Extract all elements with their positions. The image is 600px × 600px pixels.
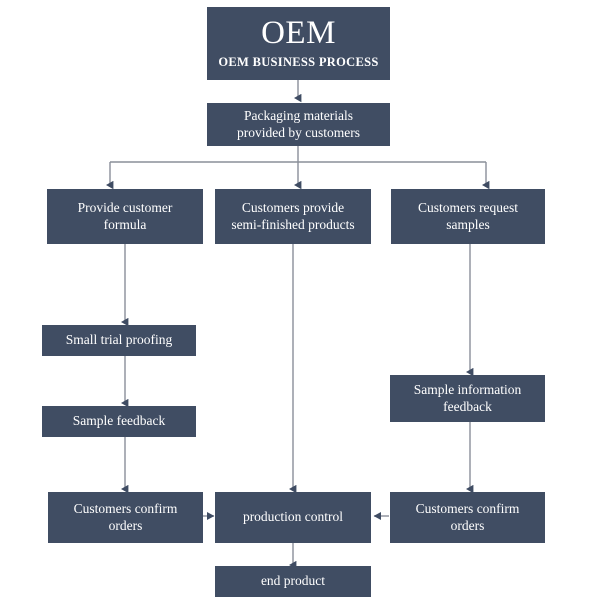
node-sample-information-feedback: Sample information feedback: [390, 375, 545, 422]
node-text-line-2: semi-finished products: [231, 216, 355, 232]
node-text-line-1: Sample information: [413, 381, 522, 397]
node-sample-feedback: Sample feedback: [42, 406, 196, 437]
node-text-line-2: orders: [108, 517, 143, 533]
node-provide-customer-formula: Provide customer formula: [47, 189, 203, 244]
node-packaging-materials: Packaging materials provided by customer…: [207, 103, 390, 146]
title-sub-text: OEM BUSINESS PROCESS: [218, 54, 379, 69]
node-text-line-1: Customers provide: [241, 199, 345, 215]
title-main-text: OEM: [261, 14, 336, 51]
node-customers-request-samples: Customers request samples: [391, 189, 545, 244]
node-text-line-1: Customers confirm: [73, 500, 178, 516]
node-title: OEM OEM BUSINESS PROCESS: [207, 7, 390, 80]
node-text-line-1: Customers request: [417, 199, 519, 215]
node-text-line-2: formula: [103, 216, 147, 232]
node-text-line-1: Sample feedback: [72, 413, 166, 429]
node-customers-provide-semi-finished: Customers provide semi-finished products: [215, 189, 371, 244]
edge-packaging-to-bus: [106, 146, 490, 190]
node-end-product: end product: [215, 566, 371, 597]
node-text-line-1: production control: [242, 509, 344, 525]
node-text-line-1: Packaging materials: [243, 107, 354, 123]
node-text-line-1: Customers confirm: [415, 500, 520, 516]
node-text-line-1: Provide customer: [77, 199, 173, 215]
node-text-line-2: orders: [450, 517, 485, 533]
node-text-line-2: provided by customers: [237, 124, 360, 140]
node-production-control: production control: [215, 492, 371, 543]
node-small-trial-proofing: Small trial proofing: [42, 325, 196, 356]
node-text-line-1: end product: [260, 573, 326, 589]
node-text-line-2: feedback: [443, 398, 492, 414]
node-customers-confirm-orders-left: Customers confirm orders: [48, 492, 203, 543]
node-text-line-2: samples: [446, 216, 490, 232]
node-customers-confirm-orders-right: Customers confirm orders: [390, 492, 545, 543]
node-text-line-1: Small trial proofing: [65, 332, 173, 348]
